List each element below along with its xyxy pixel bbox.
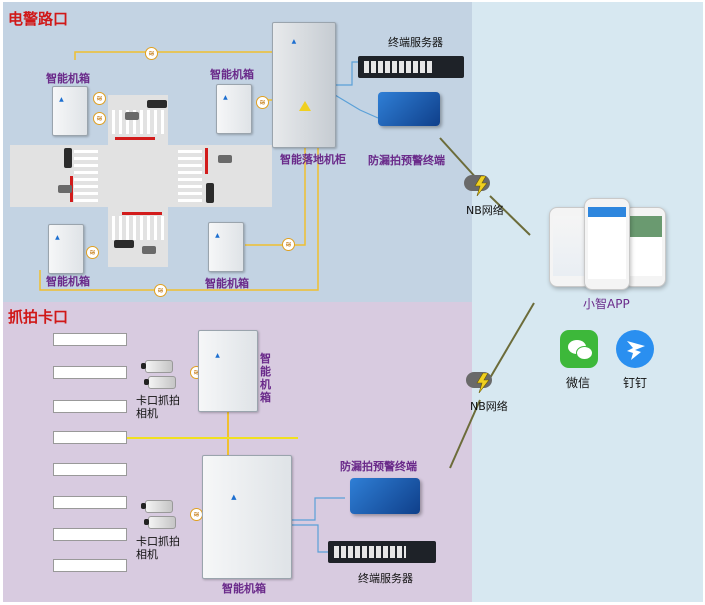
smart-box-lower-label: 智能机箱 xyxy=(222,582,266,595)
smart-box-tl xyxy=(52,86,88,136)
terminal-server-top xyxy=(358,56,464,78)
traffic-light-east xyxy=(206,183,214,203)
camera-lower-2 xyxy=(144,516,176,529)
smart-box-tr-label: 智能机箱 xyxy=(210,68,254,81)
wechat-label: 微信 xyxy=(566,376,591,390)
wireless-icon: ≋ xyxy=(154,284,167,297)
camera-upper-2 xyxy=(144,376,176,389)
lane-marker xyxy=(53,431,127,444)
xiaozhi-app-label: 小智APP xyxy=(583,297,630,311)
camera-upper-label: 卡口抓拍相机 xyxy=(136,394,180,420)
phone-right xyxy=(624,207,666,287)
wireless-icon: ≋ xyxy=(256,96,269,109)
smart-box-upper-label: 智能机箱 xyxy=(260,352,271,404)
fiber-link-br xyxy=(245,135,306,246)
phone-center xyxy=(584,198,630,290)
lightning-bolt xyxy=(474,176,488,196)
fiber-link-bottom xyxy=(39,135,319,291)
camera-south xyxy=(142,246,156,254)
wireless-icon: ≋ xyxy=(282,238,295,251)
smart-box-tr xyxy=(216,84,252,134)
dingtalk-icon xyxy=(616,330,654,368)
lane-marker xyxy=(53,333,127,346)
nb-network-label-bottom: NB网络 xyxy=(470,400,508,413)
box-terminal-link xyxy=(290,497,345,521)
camera-lower-1 xyxy=(141,500,173,513)
terminal-server-bottom xyxy=(328,541,436,563)
floor-cabinet-label: 智能落地机柜 xyxy=(280,153,346,166)
camera-lower-label: 卡口抓拍相机 xyxy=(136,535,180,561)
box-server-link xyxy=(290,524,328,553)
alert-terminal-bottom xyxy=(350,478,420,514)
smart-box-br xyxy=(208,222,244,272)
intersection-title: 电警路口 xyxy=(8,10,69,28)
terminal-server-label-top: 终端服务器 xyxy=(388,36,443,49)
terminal-server-label-bottom: 终端服务器 xyxy=(358,572,413,585)
crosswalk-south xyxy=(112,216,164,240)
lane-marker xyxy=(53,559,127,572)
app-panel xyxy=(472,2,703,602)
smart-box-bl xyxy=(48,224,84,274)
smart-box-br-label: 智能机箱 xyxy=(205,277,249,290)
lightning-bolt xyxy=(476,373,490,393)
stopline-north xyxy=(115,137,155,140)
fiber-link-top xyxy=(74,51,292,60)
crosswalk-west xyxy=(74,150,98,202)
nb-link-top-1 xyxy=(439,137,479,181)
stopline-east xyxy=(205,148,208,174)
wireless-icon: ≋ xyxy=(93,112,106,125)
smart-box-upper xyxy=(198,330,258,412)
lane-marker xyxy=(53,496,127,509)
nb-network-label-top: NB网络 xyxy=(466,204,504,217)
checkpoint-title: 抓拍卡口 xyxy=(8,308,69,326)
camera-north xyxy=(125,112,139,120)
smart-box-bl-label: 智能机箱 xyxy=(46,275,90,288)
stopline-south xyxy=(122,212,162,215)
alert-terminal-label-top: 防漏拍预警终端 xyxy=(368,154,445,167)
dingtalk-label: 钉钉 xyxy=(623,376,648,390)
camera-east xyxy=(218,155,232,163)
lane-marker xyxy=(53,400,127,413)
alert-terminal-label-bottom: 防漏拍预警终端 xyxy=(340,460,417,473)
traffic-light-north xyxy=(147,100,167,108)
traffic-light-south xyxy=(114,240,134,248)
nb-link-bottom-1 xyxy=(449,399,481,469)
wechat-icon xyxy=(560,330,598,368)
warning-icon xyxy=(299,101,311,111)
smart-box-lower xyxy=(202,455,292,579)
lane-marker xyxy=(53,528,127,541)
alert-terminal-top xyxy=(378,92,440,126)
smart-box-tl-label: 智能机箱 xyxy=(46,72,90,85)
cabinet-terminal-link xyxy=(334,94,379,119)
wireless-icon: ≋ xyxy=(145,47,158,60)
crosswalk-east xyxy=(178,150,202,202)
wireless-icon: ≋ xyxy=(93,92,106,105)
nb-link-top-2 xyxy=(489,195,531,236)
nb-link-bottom-2 xyxy=(489,302,535,379)
lane-marker xyxy=(53,463,127,476)
camera-west xyxy=(58,185,72,193)
floor-cabinet xyxy=(272,22,336,148)
cabinet-server-link xyxy=(335,61,360,86)
wireless-icon: ≋ xyxy=(86,246,99,259)
lane-marker xyxy=(53,366,127,379)
traffic-light-west xyxy=(64,148,72,168)
camera-upper-1 xyxy=(141,360,173,373)
